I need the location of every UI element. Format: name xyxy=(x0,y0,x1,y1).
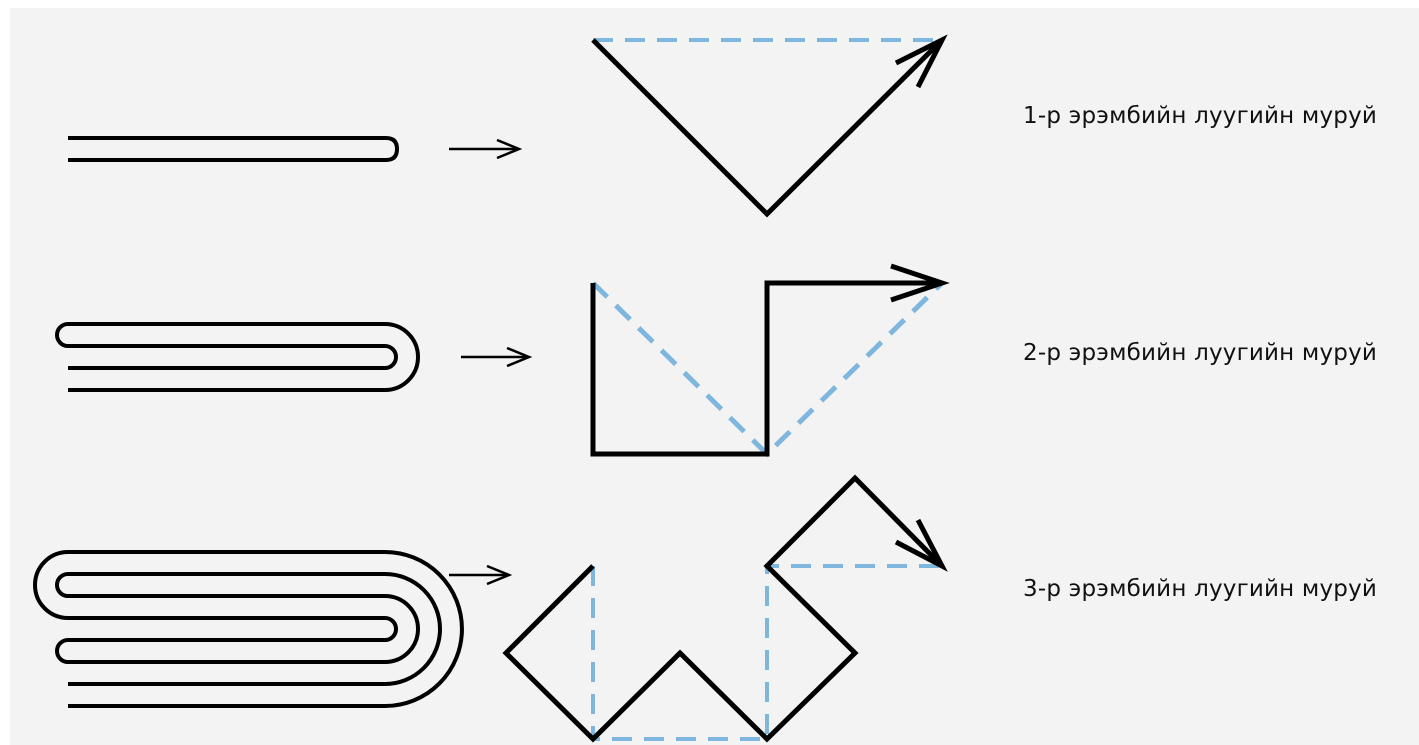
transform-arrow-1 xyxy=(449,138,523,160)
folded-strip-order-3 xyxy=(33,550,464,708)
caption-order-3: 3-р эрэмбийн луугийн муруй xyxy=(1023,576,1378,602)
dragon-curve-order-1 xyxy=(591,34,948,218)
diagram-background xyxy=(10,8,1419,745)
folded-strip-order-2 xyxy=(55,322,420,392)
dragon-curve-order-3 xyxy=(502,474,948,743)
caption-order-2: 2-р эрэмбийн луугийн муруй xyxy=(1023,340,1378,366)
transform-arrow-2 xyxy=(461,346,533,368)
transform-arrow-3 xyxy=(449,564,513,586)
caption-order-1: 1-р эрэмбийн луугийн муруй xyxy=(1023,103,1378,129)
dragon-curve-order-2 xyxy=(590,263,950,458)
folded-strip-order-1 xyxy=(68,136,399,162)
